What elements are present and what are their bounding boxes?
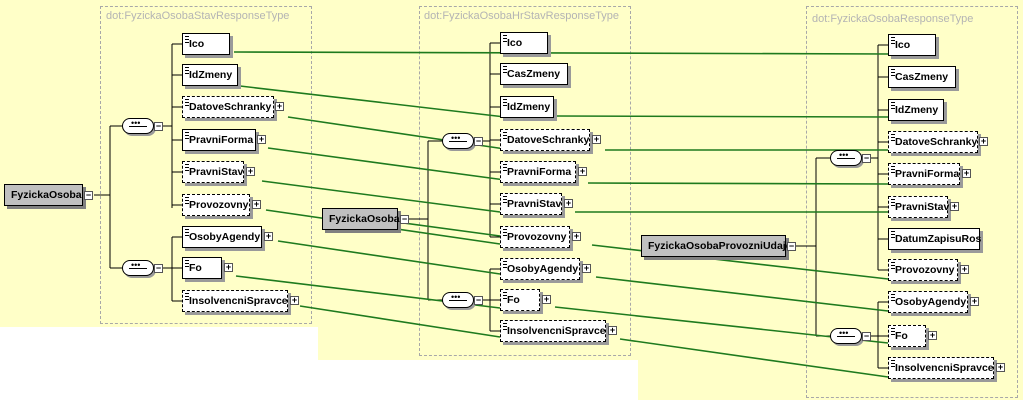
element-datoveschranky[interactable]: DatoveSchranky bbox=[888, 131, 978, 153]
element-pravnistav[interactable]: PravniStav bbox=[500, 193, 562, 215]
panel-3-sequence-top bbox=[830, 150, 862, 166]
panel-2-type-name: dot:FyzickaOsobaHrStavResponseType bbox=[424, 10, 620, 22]
expand-icon[interactable]: + bbox=[928, 330, 937, 340]
element-pravniforma[interactable]: PravniForma bbox=[500, 161, 576, 183]
element-ico[interactable]: Ico bbox=[500, 32, 548, 54]
expand-icon[interactable]: + bbox=[582, 263, 591, 273]
element-osobyagendy[interactable]: OsobyAgendy bbox=[500, 258, 580, 280]
element-insolvencnispravce[interactable]: InsolvencniSpravce bbox=[500, 320, 606, 342]
element-pravniforma[interactable]: PravniForma bbox=[182, 129, 256, 151]
root-label: FyzickaOsoba bbox=[11, 189, 82, 201]
panel-1-sequence-bottom bbox=[122, 260, 154, 276]
collapse-icon[interactable]: − bbox=[787, 241, 796, 251]
element-datoveschranky[interactable]: DatoveSchranky bbox=[500, 129, 590, 151]
collapse-icon[interactable]: − bbox=[400, 214, 409, 224]
element-osobyagendy[interactable]: OsobyAgendy bbox=[182, 226, 262, 248]
expand-icon[interactable]: + bbox=[578, 166, 587, 176]
panel-3-sequence-bottom bbox=[830, 328, 862, 344]
collapse-icon[interactable]: − bbox=[84, 190, 93, 200]
panel-1-sequence-top bbox=[122, 118, 154, 134]
panel-2-sequence-bottom bbox=[442, 292, 474, 308]
element-provozovny[interactable]: Provozovny bbox=[182, 194, 250, 216]
expand-icon[interactable]: + bbox=[962, 168, 971, 178]
expand-icon[interactable]: + bbox=[264, 231, 273, 241]
panel-3-type-frame bbox=[806, 6, 1018, 398]
panel-2-root-element[interactable]: FyzickaOsoba bbox=[322, 208, 400, 230]
root-label: FyzickaOsobaProvozniUdaje bbox=[648, 240, 792, 252]
element-ico[interactable]: Ico bbox=[888, 34, 936, 56]
collapse-icon[interactable]: − bbox=[154, 121, 163, 131]
expand-icon[interactable]: + bbox=[290, 295, 299, 305]
expand-icon[interactable]: + bbox=[950, 201, 959, 211]
element-fo[interactable]: Fo bbox=[182, 257, 222, 279]
element-caszmeny[interactable]: CasZmeny bbox=[500, 63, 568, 85]
element-idzmeny[interactable]: IdZmeny bbox=[182, 64, 238, 86]
element-idzmeny[interactable]: IdZmeny bbox=[500, 96, 554, 118]
root-label: FyzickaOsoba bbox=[329, 213, 400, 225]
element-datoveschranky[interactable]: DatoveSchranky bbox=[182, 96, 274, 118]
element-pravnistav[interactable]: PravniStav bbox=[182, 161, 244, 183]
element-insolvencnispravce[interactable]: InsolvencniSpravce bbox=[182, 290, 288, 312]
collapse-icon[interactable]: − bbox=[474, 295, 483, 305]
element-osobyagendy[interactable]: OsobyAgendy bbox=[888, 291, 968, 313]
expand-icon[interactable]: + bbox=[572, 231, 581, 241]
element-ico[interactable]: Ico bbox=[182, 33, 230, 55]
element-caszmeny[interactable]: CasZmeny bbox=[888, 66, 956, 88]
panel-2-sequence-top bbox=[442, 133, 474, 149]
panel-1-root-element[interactable]: FyzickaOsoba bbox=[4, 184, 83, 206]
expand-icon[interactable]: + bbox=[224, 262, 233, 272]
element-idzmeny[interactable]: IdZmeny bbox=[888, 99, 944, 121]
element-provozovny[interactable]: Provozovny bbox=[500, 226, 570, 248]
element-pravnistav[interactable]: PravniStav bbox=[888, 196, 949, 218]
tree-lines bbox=[94, 42, 888, 369]
element-insolvencnispravce[interactable]: InsolvencniSpravce bbox=[888, 357, 994, 379]
expand-icon[interactable]: + bbox=[979, 136, 988, 146]
collapse-icon[interactable]: − bbox=[862, 153, 871, 163]
element-fo[interactable]: Fo bbox=[500, 289, 540, 311]
expand-icon[interactable]: + bbox=[996, 362, 1005, 372]
panel-2-type-frame bbox=[419, 6, 631, 356]
element-provozovny[interactable]: Provozovny bbox=[888, 259, 958, 281]
expand-icon[interactable]: + bbox=[257, 134, 266, 144]
expand-icon[interactable]: + bbox=[252, 199, 261, 209]
expand-icon[interactable]: + bbox=[246, 166, 255, 176]
expand-icon[interactable]: + bbox=[275, 101, 284, 111]
panel-1-type-name: dot:FyzickaOsobaStavResponseType bbox=[106, 10, 290, 22]
element-fo[interactable]: Fo bbox=[888, 325, 926, 347]
element-pravniforma[interactable]: PravniForma bbox=[888, 163, 960, 185]
expand-icon[interactable]: + bbox=[960, 264, 969, 274]
collapse-icon[interactable]: − bbox=[154, 263, 163, 273]
expand-icon[interactable]: + bbox=[608, 325, 617, 335]
expand-icon[interactable]: + bbox=[592, 134, 601, 144]
expand-icon[interactable]: + bbox=[542, 294, 551, 304]
panel-1-type-frame bbox=[100, 6, 312, 324]
collapse-icon[interactable]: − bbox=[862, 331, 871, 341]
collapse-icon[interactable]: − bbox=[474, 136, 483, 146]
element-datumzapisuros[interactable]: DatumZapisuRos bbox=[888, 228, 981, 250]
panel-3-type-name: dot:FyzickaOsobaResponseType bbox=[812, 13, 974, 25]
expand-icon[interactable]: + bbox=[564, 198, 573, 208]
panel-3-root-element[interactable]: FyzickaOsobaProvozniUdaje bbox=[641, 235, 792, 257]
expand-icon[interactable]: + bbox=[970, 296, 979, 306]
